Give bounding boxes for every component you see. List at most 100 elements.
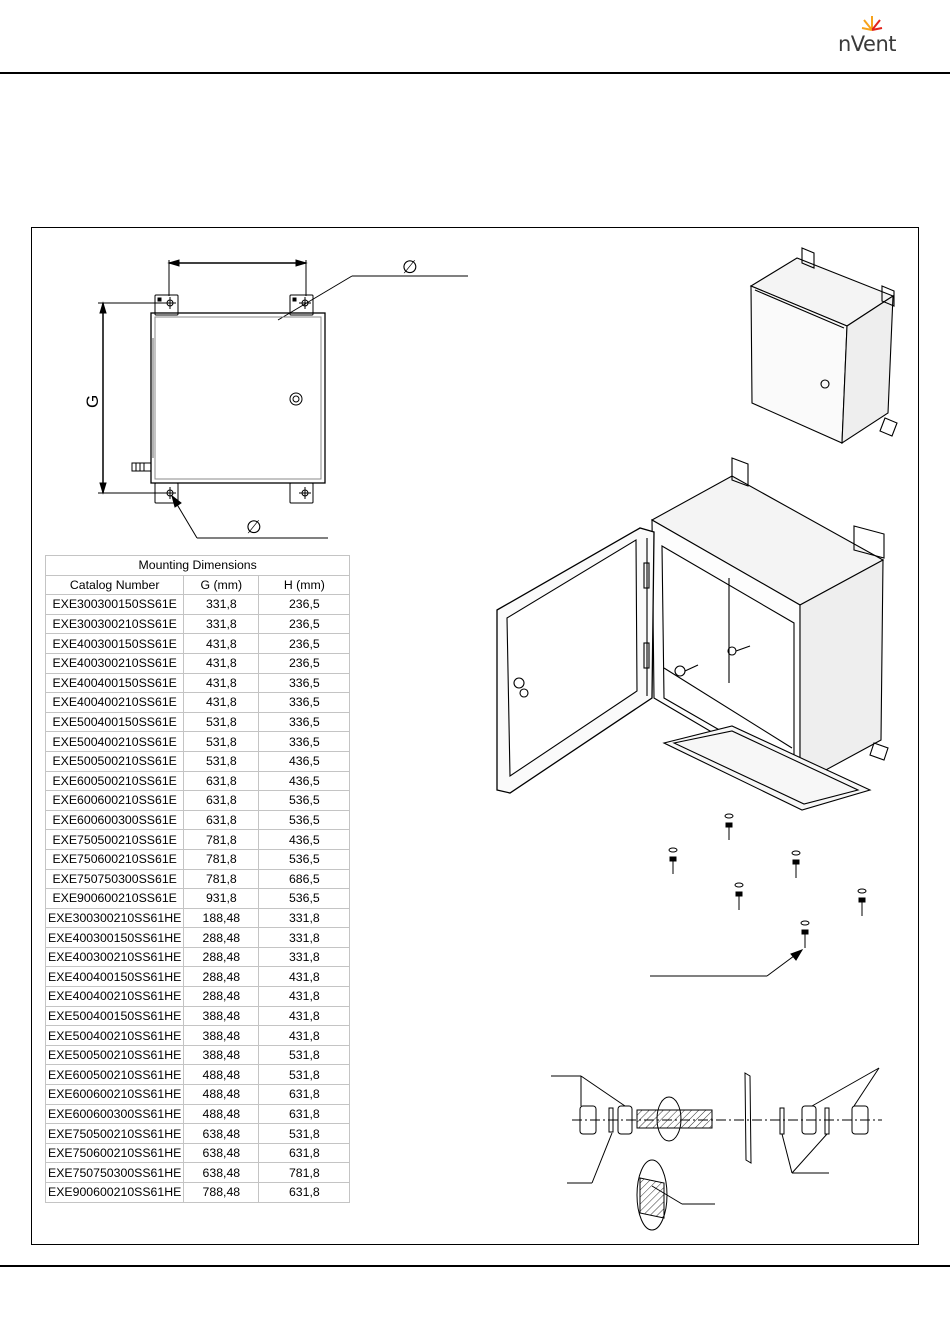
g-mm-cell: 931,8	[183, 888, 260, 909]
h-mm-cell: 631,8	[258, 1182, 351, 1203]
h-mm-cell: 336,5	[258, 711, 351, 733]
catalog-number-cell: EXE900600210SS61HE	[44, 1182, 185, 1203]
catalog-number-cell: EXE600600210SS61HE	[44, 1084, 185, 1105]
catalog-number-cell: EXE600600210SS61E	[44, 790, 185, 811]
catalog-number-cell: EXE750750300SS61E	[44, 868, 185, 890]
h-mm-cell: 431,8	[258, 986, 351, 1007]
h-mm-cell: 531,8	[258, 1044, 351, 1066]
h-mm-cell: 536,5	[258, 848, 351, 870]
header-g-mm: G (mm)	[183, 574, 260, 596]
h-mm-cell: 531,8	[258, 1064, 351, 1086]
g-mm-cell: 638,48	[183, 1123, 260, 1144]
technical-drawing: ∅ G	[83, 247, 898, 1231]
isometric-closed-enclosure	[749, 247, 898, 445]
footer-rule	[0, 1265, 950, 1267]
h-mm-cell: 436,5	[258, 770, 351, 792]
g-mm-cell: 781,8	[183, 829, 260, 850]
g-mm-cell: 788,48	[183, 1182, 260, 1203]
logo-text: nVent	[838, 32, 897, 56]
g-mm-cell: 388,48	[183, 1025, 260, 1046]
diameter-symbol-top: ∅	[402, 257, 418, 278]
h-mm-cell: 236,5	[258, 613, 351, 635]
catalog-number-cell: EXE900600210SS61E	[44, 888, 185, 909]
catalog-number-cell: EXE400400210SS61HE	[44, 986, 185, 1007]
h-mm-cell: 331,8	[258, 927, 351, 948]
h-mm-cell: 631,8	[258, 1103, 351, 1125]
h-mm-cell: 536,5	[258, 888, 351, 909]
h-mm-cell: 781,8	[258, 1162, 351, 1183]
g-mm-cell: 431,8	[183, 692, 260, 713]
front-view: ∅ G	[83, 257, 468, 539]
spark-icon	[861, 16, 883, 31]
h-mm-cell: 336,5	[258, 692, 351, 713]
catalog-number-cell: EXE750600210SS61HE	[44, 1142, 185, 1164]
catalog-number-cell: EXE750500210SS61HE	[44, 1123, 185, 1144]
h-mm-cell: 236,5	[258, 633, 351, 654]
catalog-number-cell: EXE600600300SS61E	[44, 809, 185, 831]
g-mm-cell: 631,8	[183, 770, 260, 792]
g-mm-cell: 488,48	[183, 1103, 260, 1125]
g-mm-cell: 431,8	[183, 652, 260, 674]
catalog-number-cell: EXE500500210SS61E	[44, 750, 185, 772]
h-mm-cell: 436,5	[258, 829, 351, 850]
g-mm-cell: 288,48	[183, 986, 260, 1007]
table-header-row: Catalog Number G (mm) H (mm)	[44, 574, 351, 596]
nvent-logo: nVent	[838, 14, 918, 62]
h-mm-cell: 536,5	[258, 790, 351, 811]
h-mm-cell: 431,8	[258, 1025, 351, 1046]
isometric-open-enclosure	[496, 457, 889, 811]
catalog-number-cell: EXE600600300SS61HE	[44, 1103, 185, 1125]
catalog-number-cell: EXE400300210SS61HE	[44, 946, 185, 968]
h-mm-cell: 236,5	[258, 594, 351, 615]
catalog-number-cell: EXE300300210SS61E	[44, 613, 185, 635]
g-mm-cell: 631,8	[183, 790, 260, 811]
h-mm-cell: 536,5	[258, 809, 351, 831]
catalog-number-cell: EXE400300150SS61E	[44, 633, 185, 654]
g-mm-cell: 288,48	[183, 927, 260, 948]
catalog-number-cell: EXE500400150SS61HE	[44, 1005, 185, 1027]
catalog-number-cell: EXE750750300SS61HE	[44, 1162, 185, 1183]
catalog-number-cell: EXE400300210SS61E	[44, 652, 185, 674]
drawing-frame: ∅ G	[31, 227, 919, 1245]
g-mm-cell: 388,48	[183, 1005, 260, 1027]
stud-assembly-detail	[551, 1067, 882, 1231]
header-h-mm: H (mm)	[258, 574, 351, 596]
h-mm-cell: 436,5	[258, 750, 351, 772]
dimension-label-g: G	[83, 395, 102, 408]
g-mm-cell: 638,48	[183, 1162, 260, 1183]
catalog-number-cell: EXE600500210SS61HE	[44, 1064, 185, 1086]
h-mm-cell: 631,8	[258, 1142, 351, 1164]
h-mm-cell: 631,8	[258, 1084, 351, 1105]
catalog-number-cell: EXE500500210SS61HE	[44, 1044, 185, 1066]
g-mm-cell: 781,8	[183, 868, 260, 890]
mounting-screws	[650, 813, 867, 977]
h-mm-cell: 331,8	[258, 907, 351, 929]
catalog-number-cell: EXE400400210SS61E	[44, 692, 185, 713]
h-mm-cell: 686,5	[258, 868, 351, 890]
h-mm-cell: 236,5	[258, 652, 351, 674]
catalog-number-cell: EXE500400210SS61E	[44, 731, 185, 752]
h-mm-cell: 336,5	[258, 672, 351, 694]
catalog-number-cell: EXE400400150SS61E	[44, 672, 185, 694]
g-mm-cell: 431,8	[183, 672, 260, 694]
table-title: Mounting Dimensions	[44, 555, 351, 576]
h-mm-cell: 336,5	[258, 731, 351, 752]
